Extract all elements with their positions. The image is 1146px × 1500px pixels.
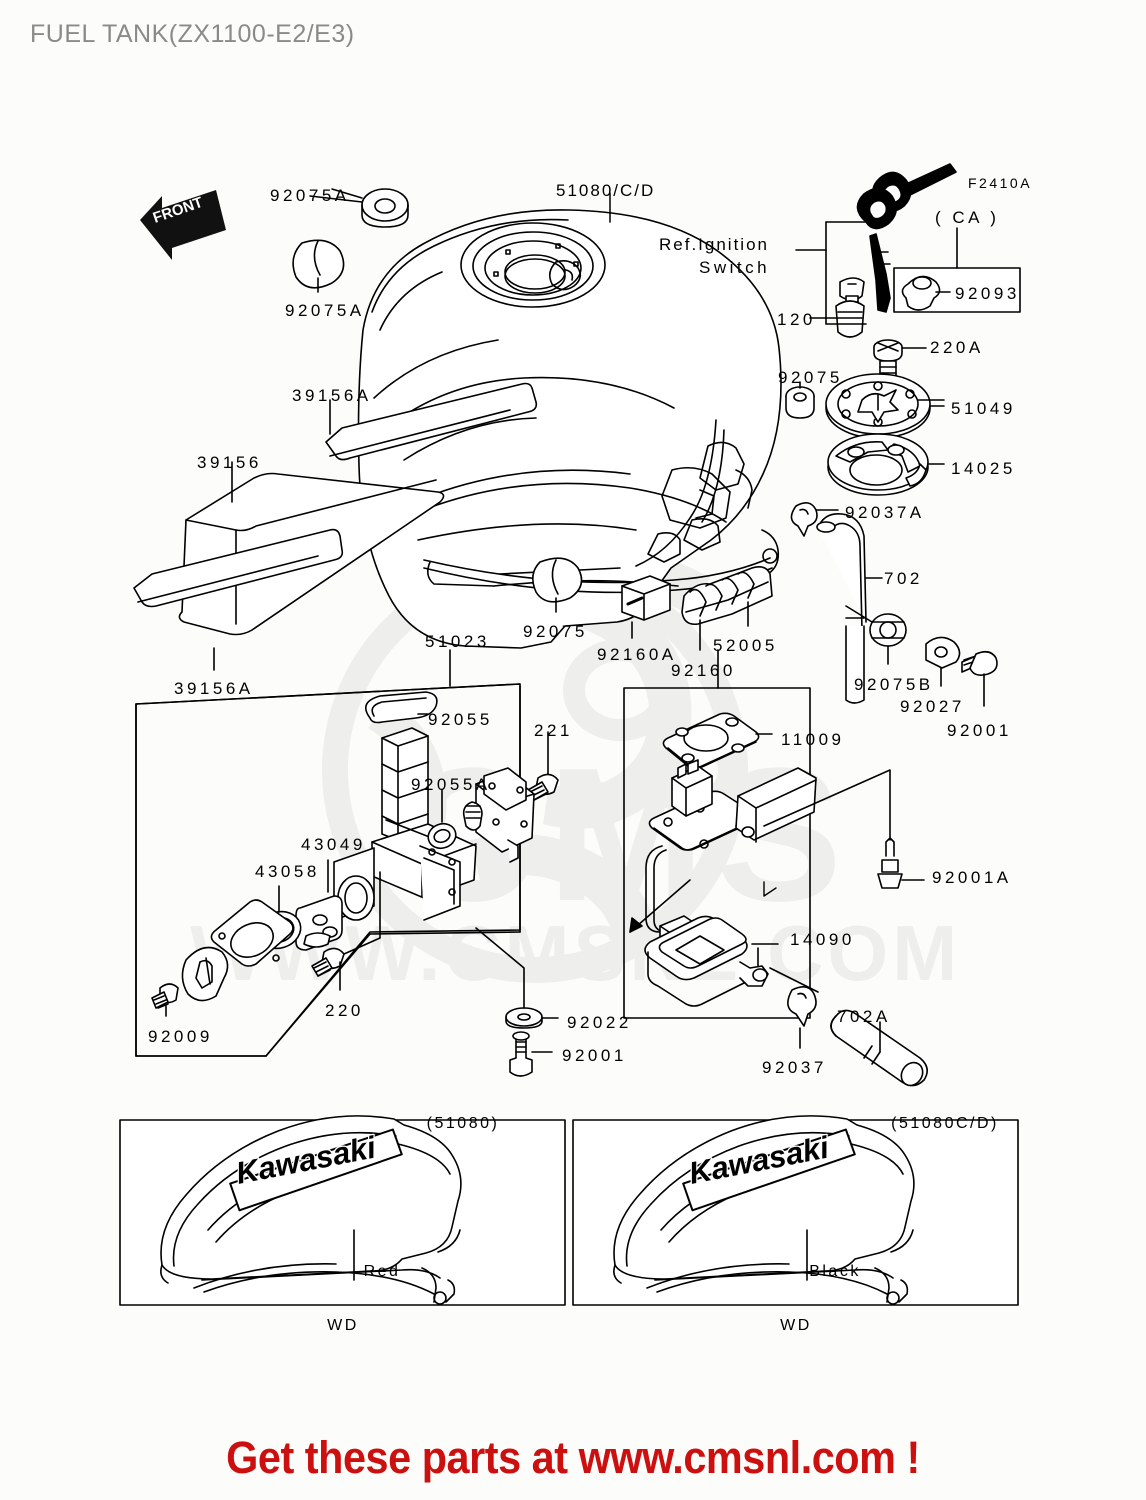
callout-92093: 92093	[955, 284, 1020, 303]
callout-221: 221	[534, 721, 573, 740]
part-14090-cover	[644, 915, 779, 1007]
page-title: FUEL TANK(ZX1100-E2/E3)	[30, 20, 355, 48]
callout-39156a: 39156A	[174, 679, 254, 698]
callout-f2410a: F2410A	[968, 175, 1033, 191]
part-120-bolt	[809, 277, 865, 338]
callout-52005: 52005	[713, 636, 778, 655]
part-702-hose	[816, 512, 883, 704]
part-43058-seat	[181, 899, 294, 1002]
variant-box-labels: (51080) Red WD (51080C/D) Black WD	[327, 1115, 999, 1334]
watermark-logo: CMS	[400, 729, 852, 941]
callout-92075a: 92075A	[285, 301, 365, 320]
leader-lines	[331, 188, 945, 401]
callout-92027: 92027	[900, 697, 965, 716]
part-92001A-fitting	[763, 769, 925, 897]
tank-variant-right-drawing: Kawasaki	[613, 1115, 915, 1305]
part-92075A-lower	[292, 239, 345, 293]
part-92075-bushing	[785, 381, 815, 419]
callout-92075: 92075	[523, 622, 588, 641]
callout-switch: Switch	[699, 258, 771, 277]
part-92160-clamp	[681, 566, 773, 651]
callout-51049: 51049	[951, 399, 1016, 418]
callout-92001: 92001	[947, 721, 1012, 740]
part-92055-oring	[364, 691, 438, 724]
callout-702a: 702A	[837, 1007, 891, 1026]
part-14025-base	[827, 433, 945, 496]
callout-92001: 92001	[562, 1046, 627, 1065]
variant-right-color: Black	[809, 1263, 861, 1280]
callout-702: 702	[884, 569, 923, 588]
callout-43049: 43049	[301, 835, 366, 854]
callout-92037a: 92037A	[845, 503, 925, 522]
callout-92022: 92022	[567, 1013, 632, 1032]
callout-120: 120	[777, 310, 816, 329]
callout-14025: 14025	[951, 459, 1016, 478]
variant-right-wd: WD	[780, 1317, 812, 1334]
callout-92009: 92009	[148, 1027, 213, 1046]
part-92027-collar	[925, 636, 961, 687]
callout-51080cd: 51080/C/D	[556, 181, 656, 200]
callout-39156a: 39156A	[292, 386, 372, 405]
ca-box	[893, 227, 1021, 313]
callout-39156: 39156	[197, 453, 262, 472]
variant-right-code: (51080C/D)	[891, 1115, 999, 1132]
callout-92075: 92075	[778, 368, 843, 387]
callout-92075a: 92075A	[270, 186, 350, 205]
drawing-linework: Kawasaki Kawa	[119, 163, 1021, 1306]
callout-92055: 92055	[428, 710, 493, 729]
part-51023-lever	[462, 767, 535, 863]
callout-220: 220	[325, 1001, 364, 1020]
box-52005	[623, 649, 811, 1019]
callout-11009: 11009	[781, 730, 845, 749]
callout-92160a: 92160A	[597, 645, 677, 664]
callout-43058: 43058	[255, 862, 320, 881]
variant-left-wd: WD	[327, 1317, 359, 1334]
callout-92001a: 92001A	[932, 868, 1012, 887]
callout-51023: 51023	[425, 632, 490, 651]
variant-left-code: (51080)	[427, 1115, 500, 1132]
callout-92160: 92160	[671, 661, 736, 680]
part-702A-hose	[830, 1009, 928, 1087]
variant-left-color: Red	[364, 1263, 401, 1280]
callout-refignition: Ref.Ignition	[659, 235, 769, 254]
part-92022-washer	[475, 927, 559, 1029]
part-39156A-strip-upper	[325, 382, 538, 461]
front-arrow-badge: FRONT	[140, 190, 226, 260]
part-92055A-oring	[427, 789, 457, 850]
part-92001-bolt-right	[961, 650, 998, 707]
part-220-screw	[311, 871, 381, 991]
part-92037A-clip	[790, 502, 839, 537]
part-ignition-keys	[856, 163, 957, 313]
part-92001-bolt-bottom	[509, 1031, 553, 1077]
callout-92055a: 92055A	[411, 775, 491, 794]
callout-14090: 14090	[790, 930, 855, 949]
callout-220a: 220A	[930, 338, 984, 357]
part-92160A-connector	[621, 575, 671, 639]
part-92009-screw	[151, 983, 179, 1017]
part-39156A-strip-lower	[133, 528, 344, 671]
part-51049-cap	[825, 373, 945, 439]
callout-92075b: 92075B	[854, 675, 934, 694]
part-92075A-upper	[309, 188, 409, 228]
part-92037-clip	[769, 967, 819, 1049]
callout-ca: ( CA )	[935, 208, 1000, 227]
part-92075B-grommet	[845, 605, 907, 665]
footer-promo: Get these parts at www.cmsnl.com !	[226, 1432, 920, 1483]
part-92075-cap-mid	[532, 557, 583, 613]
part-43049-plate	[295, 859, 343, 951]
callout-92037: 92037	[762, 1058, 827, 1077]
